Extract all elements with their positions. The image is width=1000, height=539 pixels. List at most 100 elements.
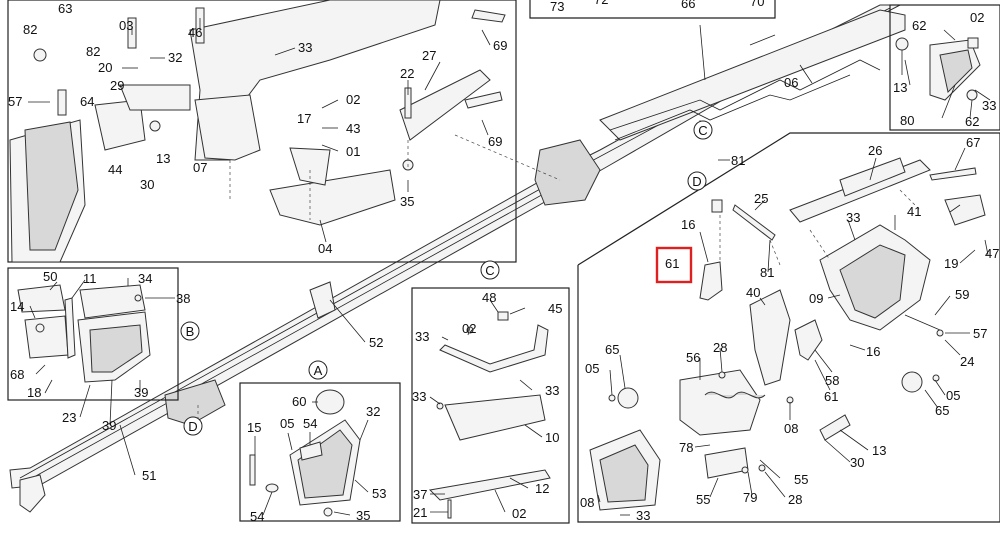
highlight-box-part-61[interactable] (655, 246, 693, 284)
callout-label: 61 (665, 256, 679, 271)
callout-label: 08 (784, 421, 798, 436)
callout-label: 54 (250, 509, 264, 524)
callout-label: 18 (27, 385, 41, 400)
box-d (577, 132, 1000, 523)
callout-label: 69 (488, 134, 502, 149)
callout-label: 02 (462, 321, 476, 336)
callout-label: 45 (548, 301, 562, 316)
callout-label: 41 (907, 204, 921, 219)
section-marker-c: C (480, 260, 500, 280)
svg-text:D: D (188, 419, 197, 434)
callout-label: 16 (681, 217, 695, 232)
main-boom (9, 4, 906, 513)
svg-text:C: C (485, 263, 494, 278)
callout-label: 64 (80, 94, 94, 109)
callout-label: 03 (119, 18, 133, 33)
section-marker-d: D (183, 416, 203, 436)
callout-label: 68 (10, 367, 24, 382)
callout-label: 33 (415, 329, 429, 344)
svg-text:B: B (186, 324, 195, 339)
callout-label: 30 (850, 455, 864, 470)
callout-label: 19 (944, 256, 958, 271)
callout-label: 33 (298, 40, 312, 55)
section-marker-b: B (180, 321, 200, 341)
callout-label: 32 (366, 404, 380, 419)
callout-label: 67 (966, 135, 980, 150)
section-marker-d-top: D (687, 171, 707, 191)
svg-text:D: D (692, 174, 701, 189)
section-markers: B A C C D D (180, 120, 713, 436)
callout-label: 39 (134, 385, 148, 400)
callout-label: 33 (412, 389, 426, 404)
callout-label: 16 (866, 344, 880, 359)
callout-label: 22 (400, 66, 414, 81)
callout-label: 44 (108, 162, 122, 177)
callout-label: 50 (43, 269, 57, 284)
callout-label: 34 (138, 271, 152, 286)
callout-labels: 63 82 03 46 82 32 20 57 64 29 33 44 13 3… (8, 0, 999, 524)
callout-label: 55 (794, 472, 808, 487)
callout-label: 23 (62, 410, 76, 425)
callout-label: 02 (346, 92, 360, 107)
box-top-right (889, 4, 1000, 131)
callout-label: 29 (110, 78, 124, 93)
callout-label: 48 (482, 290, 496, 305)
dashed-guides (197, 120, 921, 420)
callout-label: 30 (140, 177, 154, 192)
callout-label: 02 (970, 10, 984, 25)
callout-label: 79 (743, 490, 757, 505)
box-left-middle (7, 267, 179, 401)
callout-label: 20 (98, 60, 112, 75)
callout-label: 28 (713, 340, 727, 355)
highlight-frame (655, 246, 693, 284)
callout-label: 13 (893, 80, 907, 95)
callout-label: 38 (176, 291, 190, 306)
callout-label: 82 (23, 22, 37, 37)
callout-label: 11 (83, 271, 97, 286)
callout-label: 70 (750, 0, 764, 9)
callout-label: 40 (746, 285, 760, 300)
callout-label: 33 (545, 383, 559, 398)
callout-label: 05 (280, 416, 294, 431)
callout-label: 66 (681, 0, 695, 11)
callout-label: 62 (912, 18, 926, 33)
callout-label: 43 (346, 121, 360, 136)
callout-label: 32 (168, 50, 182, 65)
callout-label: 57 (973, 326, 987, 341)
callout-label: 72 (594, 0, 608, 7)
callout-label: 47 (985, 246, 999, 261)
leader-lines (28, 18, 991, 516)
callout-label: 33 (636, 508, 650, 523)
box-a (239, 382, 401, 522)
box-c (411, 287, 570, 524)
callout-label: 10 (545, 430, 559, 445)
callout-label: 39 (102, 418, 116, 433)
callout-label: 24 (960, 354, 974, 369)
callout-label: 26 (868, 143, 882, 158)
callout-label: 33 (846, 210, 860, 225)
callout-label: 33 (982, 98, 996, 113)
callout-label: 14 (10, 299, 24, 314)
callout-label: 37 (413, 487, 427, 502)
callout-label: 59 (955, 287, 969, 302)
callout-label: 81 (731, 153, 745, 168)
callout-label: 62 (965, 114, 979, 129)
callout-label: 06 (784, 75, 798, 90)
callout-label: 65 (605, 342, 619, 357)
callout-label: 28 (788, 492, 802, 507)
callout-label: 51 (142, 468, 156, 483)
svg-text:A: A (314, 363, 323, 378)
callout-label: 25 (754, 191, 768, 206)
callout-label: 58 (825, 373, 839, 388)
callout-label: 80 (900, 113, 914, 128)
callout-label: 35 (356, 508, 370, 523)
callout-label: 12 (535, 481, 549, 496)
callout-label: 05 (585, 361, 599, 376)
section-marker-c-top: C (693, 120, 713, 140)
callout-label: 65 (935, 403, 949, 418)
callout-label: 13 (156, 151, 170, 166)
callout-label: 55 (696, 492, 710, 507)
box-top-left (7, 0, 517, 263)
callout-label: 56 (686, 350, 700, 365)
